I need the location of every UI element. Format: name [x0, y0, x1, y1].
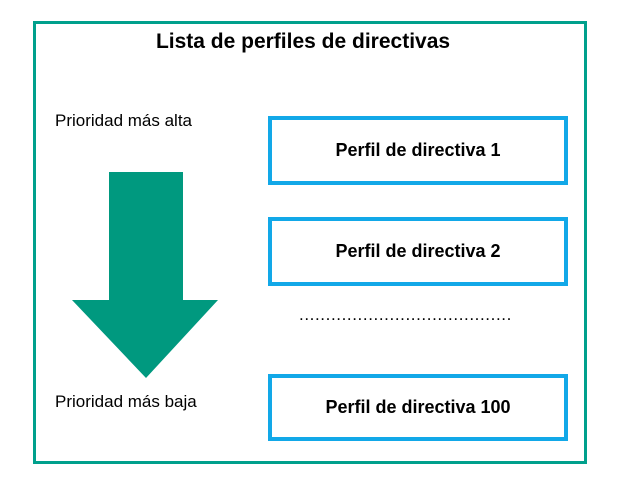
ellipsis-separator: ........................................: [299, 305, 512, 324]
down-arrow-icon: [72, 172, 218, 378]
page-title: Lista de perfiles de directivas: [155, 30, 451, 53]
profile-box-label: Perfil de directiva 100: [325, 397, 511, 417]
profile-box-label: Perfil de directiva 2: [335, 241, 501, 261]
profile-box[interactable]: Perfil de directiva 2: [268, 217, 568, 286]
profile-box[interactable]: Perfil de directiva 100: [268, 374, 568, 441]
priority-label-highest: Prioridad más alta: [55, 111, 193, 130]
profile-box[interactable]: Perfil de directiva 1: [268, 116, 568, 185]
priority-label-lowest: Prioridad más baja: [55, 392, 197, 411]
profile-box-label: Perfil de directiva 1: [335, 140, 501, 160]
